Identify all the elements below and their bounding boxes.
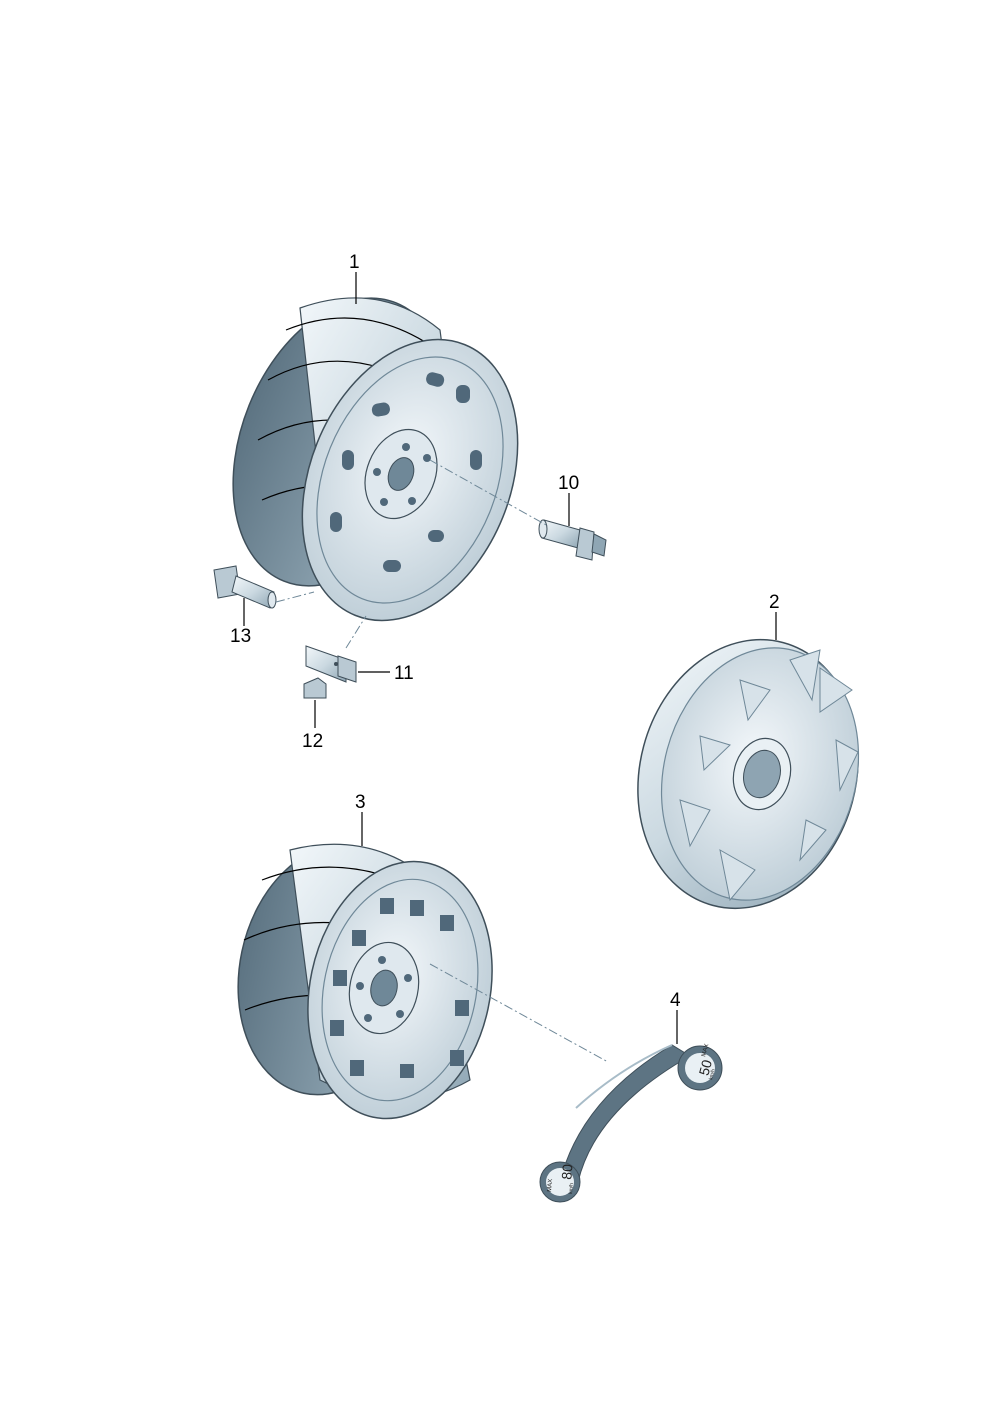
callout-12: 12 <box>302 731 323 752</box>
bolt-13 <box>213 565 277 609</box>
sticker-unit-bottom: km/h <box>568 1183 575 1195</box>
sticker-speed-top: 50 <box>696 1058 716 1077</box>
sticker-speed-bottom: 80 <box>558 1163 575 1180</box>
callout-2: 2 <box>769 592 780 613</box>
wheel-bolt-10 <box>538 519 607 561</box>
callout-3: 3 <box>355 792 366 813</box>
assembly-line-bolt-10 <box>429 459 549 527</box>
steel-wheel-3 <box>237 843 493 1120</box>
steel-wheel-1 <box>232 297 519 622</box>
clip-12 <box>303 677 327 699</box>
callout-10: 10 <box>558 473 579 494</box>
callout-11: 11 <box>394 663 414 684</box>
hub-cap-2 <box>637 638 860 910</box>
callout-13: 13 <box>230 626 251 647</box>
sticker-unit-top: km/h <box>708 1068 717 1080</box>
callout-4: 4 <box>670 990 681 1011</box>
sticker-max-bottom: MAX <box>547 1179 554 1192</box>
sticker-max-top: MAX <box>701 1043 710 1057</box>
speed-sticker-4: MAX 50 km/h MAX 80 km/h <box>539 1043 723 1203</box>
balance-weight-11 <box>305 645 357 683</box>
assembly-line-bolt-13 <box>275 591 315 603</box>
callout-1: 1 <box>349 252 360 273</box>
assembly-line-weight <box>345 615 367 649</box>
